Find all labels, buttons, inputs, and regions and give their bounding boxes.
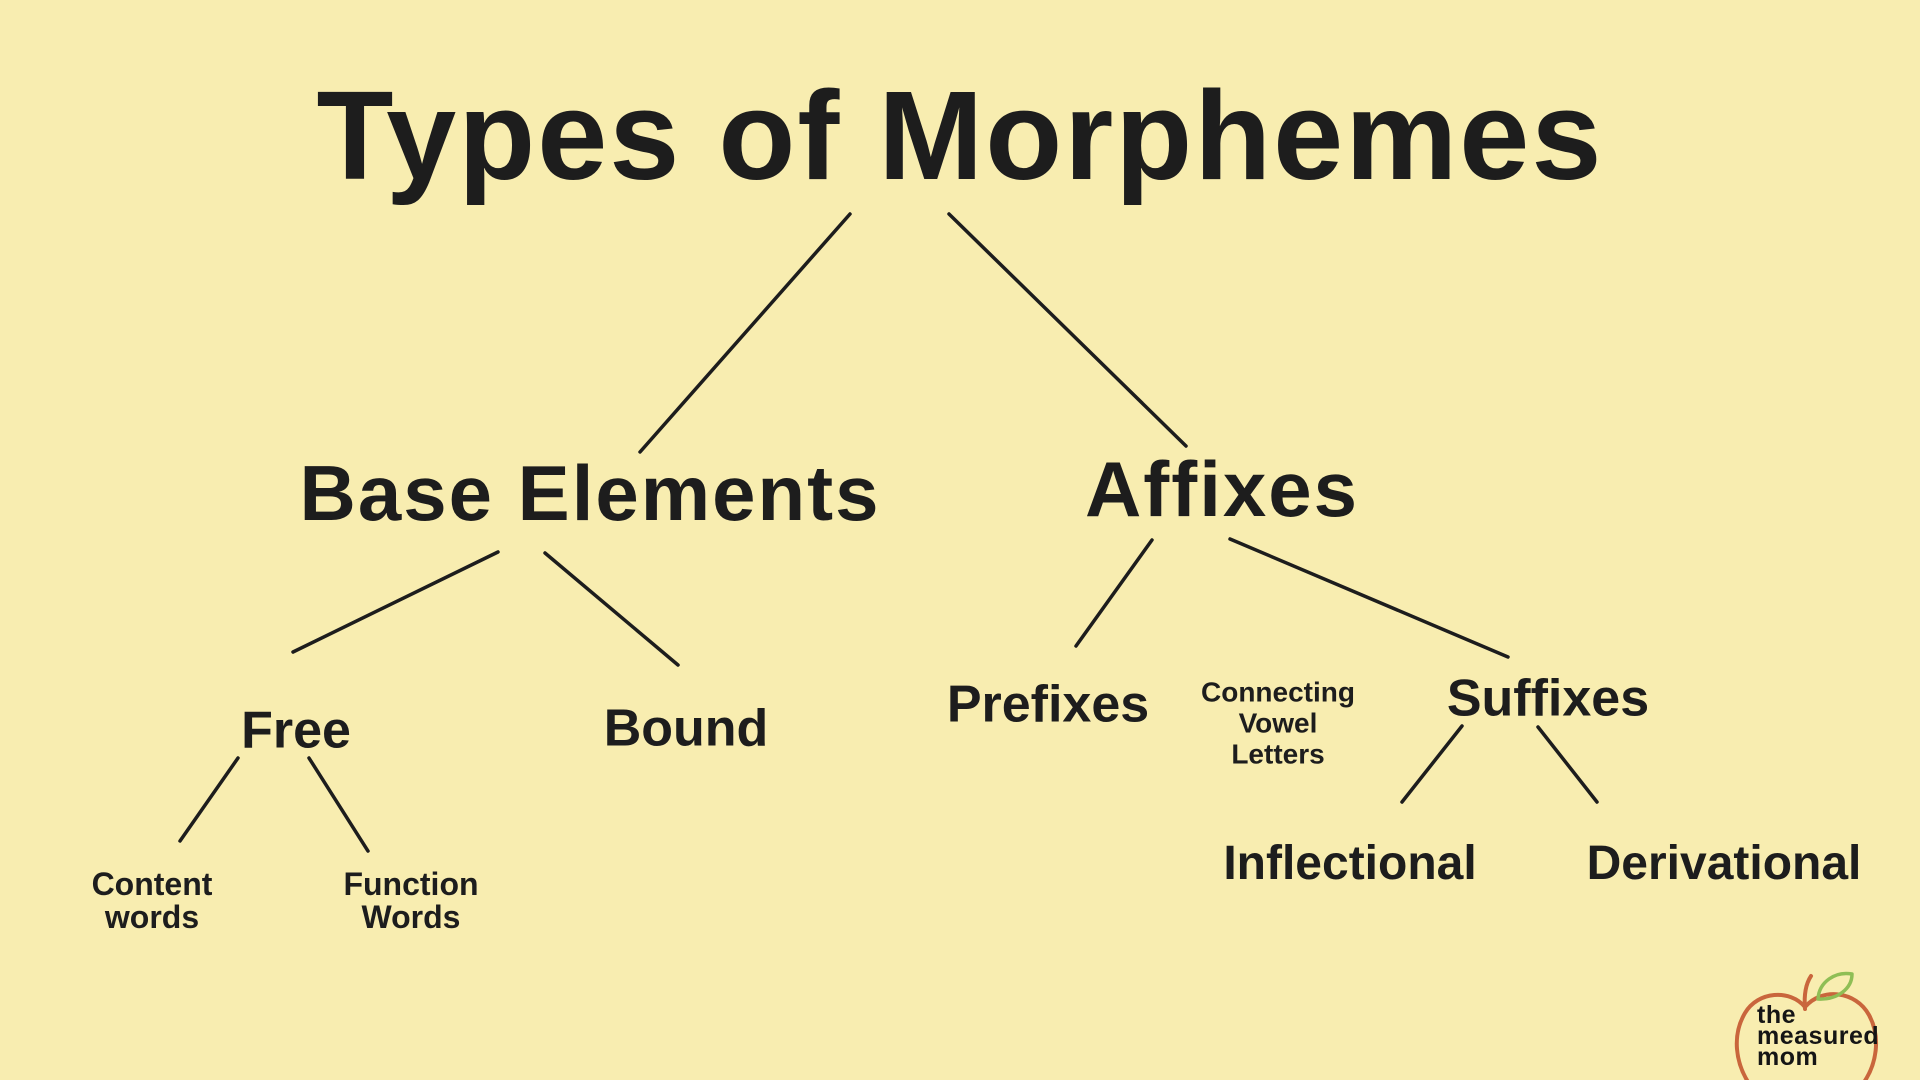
edge-base-free xyxy=(291,550,500,654)
node-inflectional: Inflectional xyxy=(1223,836,1477,890)
edge-affixes-suffixes xyxy=(1228,537,1510,659)
measured-mom-logo: the measured mom xyxy=(1720,955,1920,1080)
function-words-line-2: Words xyxy=(361,899,461,935)
edge-suffixes-derivational xyxy=(1536,725,1599,804)
function-words-line-1: Function xyxy=(343,866,479,902)
connecting-vowel-line-1: Connecting xyxy=(1201,676,1355,708)
node-derivational: Derivational xyxy=(1586,836,1862,890)
leaf-icon xyxy=(1816,971,1854,1001)
logo-line-3: mom xyxy=(1757,1043,1819,1071)
edge-suffixes-inflectional xyxy=(1400,724,1464,804)
edge-free-content-words xyxy=(178,756,240,843)
diagram-title: Types of Morphemes xyxy=(316,64,1604,206)
edge-title-affixes xyxy=(947,212,1188,448)
node-affixes: Affixes xyxy=(1084,445,1360,534)
apple-icon xyxy=(1734,971,1878,1080)
logo-line-1: the xyxy=(1757,1001,1796,1029)
logo-text: the measured mom xyxy=(1757,1001,1880,1071)
edge-free-function-words xyxy=(307,756,370,853)
edge-affixes-prefixes xyxy=(1074,538,1154,648)
apple-outline xyxy=(1734,992,1878,1080)
node-suffixes: Suffixes xyxy=(1446,669,1650,728)
node-free: Free xyxy=(241,701,351,760)
edge-base-bound xyxy=(543,551,680,667)
connecting-vowel-line-3: Letters xyxy=(1231,738,1325,770)
node-base-elements: Base Elements xyxy=(299,449,881,538)
content-words-line-1: Content xyxy=(91,866,213,902)
edge-title-base-elements xyxy=(638,212,852,454)
node-bound: Bound xyxy=(603,699,769,758)
node-connecting-vowel-letters: Connecting Vowel Letters xyxy=(1201,677,1355,770)
node-function-words: Function Words xyxy=(343,868,478,934)
connecting-vowel-line-2: Vowel xyxy=(1238,707,1318,739)
node-prefixes: Prefixes xyxy=(946,675,1150,734)
apple-stem xyxy=(1802,974,1813,1011)
content-words-line-2: words xyxy=(104,899,200,935)
logo-line-2: measured xyxy=(1757,1022,1880,1050)
node-content-words: Content words xyxy=(92,868,213,934)
